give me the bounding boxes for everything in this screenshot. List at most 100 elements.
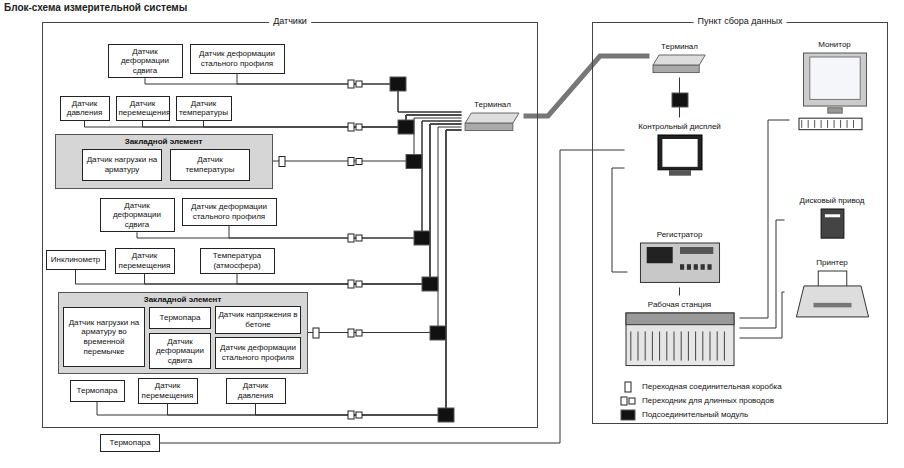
node-text: Датчик деформации стального профиля [185, 202, 274, 221]
legend-text: Переходная соединительная коробка [642, 382, 782, 392]
node-text: Принтер [785, 258, 880, 268]
rack-slot [702, 332, 703, 361]
sensor-box: Датчик деформации сдвига [149, 333, 211, 369]
rack-slot [666, 332, 667, 361]
printer-body [796, 286, 868, 317]
terminal-front [465, 123, 513, 130]
sensor-box: Датчик перемещения [115, 248, 175, 274]
node-text: Термопара [77, 386, 118, 396]
node-text: Пункт сбора данных [694, 16, 787, 27]
diagram-title: Блок-схема измерительной системы [4, 2, 187, 13]
rack-slot [659, 332, 660, 361]
sensor-box: Инклинометр [46, 250, 106, 270]
wire-adapter [348, 158, 354, 166]
terminal-device: Терминал [462, 96, 524, 136]
sensor-box: Датчик нагрузки на арматуру во временной… [63, 307, 145, 367]
wire-adapter [348, 411, 354, 419]
node-text: Термопара [160, 313, 201, 323]
terminal-device: Терминал [650, 38, 710, 78]
sensor-box: Датчик деформации стального профиля [215, 337, 301, 369]
rack-slot [651, 332, 652, 361]
wire-adapter [348, 123, 354, 131]
wire-adapter [348, 80, 354, 88]
rack-slot [687, 332, 688, 361]
adapter-sample [621, 397, 627, 405]
term-icon [462, 111, 524, 135]
terminal-top [653, 55, 705, 65]
display-screen [662, 139, 697, 167]
wire-adapter [348, 234, 354, 242]
rack-slot [716, 332, 717, 361]
sensor-box: Температура (атмосфера) [200, 248, 275, 274]
connection-module [672, 93, 688, 107]
cable-line [308, 127, 462, 333]
keyboard [799, 118, 862, 129]
recorder-display [680, 247, 713, 254]
node-text: Температура (атмосфера) [203, 251, 272, 270]
node-text: Датчик перемещения [118, 251, 172, 270]
control-display: Контрольный дисплей [625, 118, 735, 180]
recorder-icon [628, 241, 732, 287]
node-text: Регистратор [628, 230, 732, 240]
rack-slot [673, 332, 674, 361]
keyboard-key [820, 120, 821, 128]
sensor-box: Датчик перемещения [138, 378, 198, 404]
printer-tray [813, 303, 851, 308]
sensor-box: Датчик деформации стального профиля [182, 198, 277, 226]
sensor-box: Датчик перемещения [116, 96, 170, 121]
printer-icon [785, 269, 880, 325]
node-text: Датчик температуры [173, 155, 247, 174]
disk-icon [785, 207, 880, 243]
connection-module [390, 77, 406, 91]
node-text: Терминал [462, 100, 524, 110]
node-text: Датчик деформации стального профиля [193, 49, 282, 68]
wire-adapter [356, 412, 362, 418]
sensor-box: Датчик напряжения в бетоне [215, 306, 301, 334]
recorder-button [693, 264, 697, 270]
legend-sample [620, 381, 636, 393]
sensor-panel: Датчик деформации сдвигаДатчик деформаци… [42, 22, 538, 428]
keyboard-key [840, 120, 841, 128]
embedded-element-group: Датчик нагрузки на арматуру во временной… [58, 292, 308, 374]
disk-drive: Дисковый привод [785, 192, 880, 244]
cable-line [524, 56, 650, 116]
monitor-stand [827, 108, 841, 113]
data-station-panel: Терминал МониторКонтрольный дисплейДисков… [592, 22, 888, 424]
sensor-box: Датчик температуры [170, 149, 250, 181]
sensor-box: Датчик давления [60, 96, 110, 121]
terminal-top [465, 113, 519, 123]
sensor-box: Датчик температуры [176, 96, 232, 121]
node-text: Датчик нагрузки на арматуру во временной… [66, 318, 142, 356]
junction-box [279, 157, 285, 167]
legend: Переходная соединительная коробкаПереход… [620, 380, 782, 422]
sensor-box: Датчик деформации стального профиля [190, 44, 285, 74]
node-text: Датчики [269, 16, 311, 27]
legend-row: Подсоединительный модуль [620, 408, 782, 422]
recorder-device: Регистратор [628, 226, 732, 288]
node-text: Монитор [790, 40, 880, 50]
legend-sample [620, 395, 636, 407]
term-icon [650, 53, 710, 77]
rack-slot [630, 332, 631, 361]
connection-module [438, 408, 454, 422]
sensor-box: Датчик деформации сдвига [100, 198, 175, 233]
node-text: Датчик давления [229, 381, 283, 400]
legend-sample [620, 409, 636, 421]
display-frame [658, 135, 702, 170]
sensor-box: Датчик давления [226, 378, 286, 404]
rack-slot [680, 332, 681, 361]
rack-body [626, 313, 734, 366]
cable-line [740, 292, 785, 338]
terminal-front [653, 65, 699, 72]
recorder-button [707, 264, 711, 270]
junction-box-sample [625, 382, 631, 392]
node-text: Контрольный дисплей [625, 122, 735, 132]
node-text: Термопара [110, 438, 151, 448]
cable-line [612, 168, 628, 272]
node-text: Закладной элемент [56, 135, 272, 147]
node-text: Датчик деформации сдвига [103, 201, 172, 230]
monitor-frame [803, 53, 866, 106]
cable-line [237, 74, 462, 113]
disk-body [821, 209, 844, 238]
legend-row: Переходник для длинных проводов [620, 394, 782, 408]
